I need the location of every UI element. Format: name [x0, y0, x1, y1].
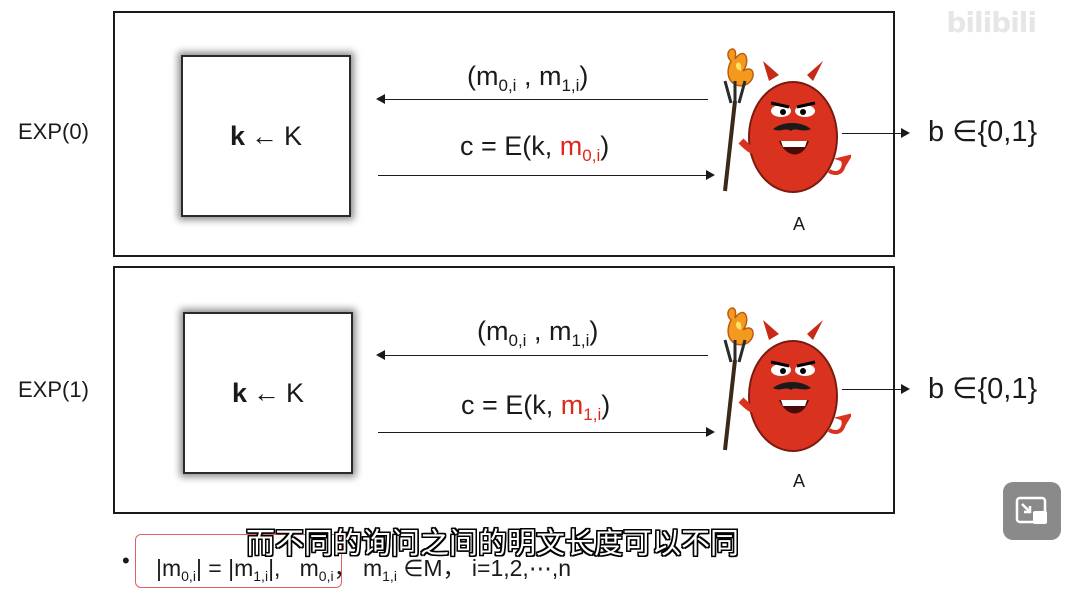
- exp0-output: b ∈{0,1}: [928, 116, 1038, 148]
- query-arrow: [376, 94, 708, 104]
- query-arrow: [376, 350, 708, 360]
- adversary-label: A: [793, 214, 806, 234]
- devil-adversary-icon: [723, 307, 851, 452]
- picture-in-picture-icon: [1015, 496, 1047, 524]
- key-arrow: ←: [251, 120, 278, 151]
- query-message: (m0,i , m1,i): [467, 61, 589, 95]
- key-generation-box: k ← K: [181, 55, 351, 217]
- key-arrow: ←: [253, 377, 280, 408]
- query-message: (m0,i , m1,i): [477, 316, 599, 350]
- output-arrow: [842, 128, 910, 138]
- ciphertext-message: c = E(k, m1,i): [461, 390, 611, 424]
- ciphertext-arrow: [378, 427, 715, 437]
- exp1-output: b ∈{0,1}: [928, 373, 1038, 405]
- exp0-panel: k ← K (m0,i , m1,i) c = E(k, m0,i) A: [113, 11, 910, 257]
- devil-adversary-icon: [723, 48, 851, 193]
- key-space: K: [284, 120, 303, 151]
- key-k: k: [231, 377, 247, 408]
- highlight-box: [135, 534, 342, 588]
- length-condition: |m0,i| = |m1,i|, m0,i， m1,i ∈M， i=1,2,⋯,…: [156, 555, 572, 584]
- video-subtitle: 而不同的询问之间的明文长度可以不同: [246, 526, 740, 560]
- ciphertext-arrow: [378, 170, 715, 180]
- bullet: •: [122, 548, 130, 573]
- exp1-panel: k ← K (m0,i , m1,i) c = E(k, m1,i) A: [113, 266, 910, 514]
- ciphertext-message: c = E(k, m0,i): [460, 131, 610, 165]
- watermark: bilibili: [946, 6, 1037, 39]
- exp1-label: EXP(1): [18, 377, 89, 402]
- adversary-label: A: [793, 471, 806, 491]
- pip-button[interactable]: [1003, 482, 1061, 540]
- key-generation-box: k ← K: [183, 312, 353, 474]
- key-k: k: [229, 120, 245, 151]
- output-arrow: [842, 384, 910, 394]
- key-space: K: [286, 377, 305, 408]
- exp0-label: EXP(0): [18, 119, 89, 144]
